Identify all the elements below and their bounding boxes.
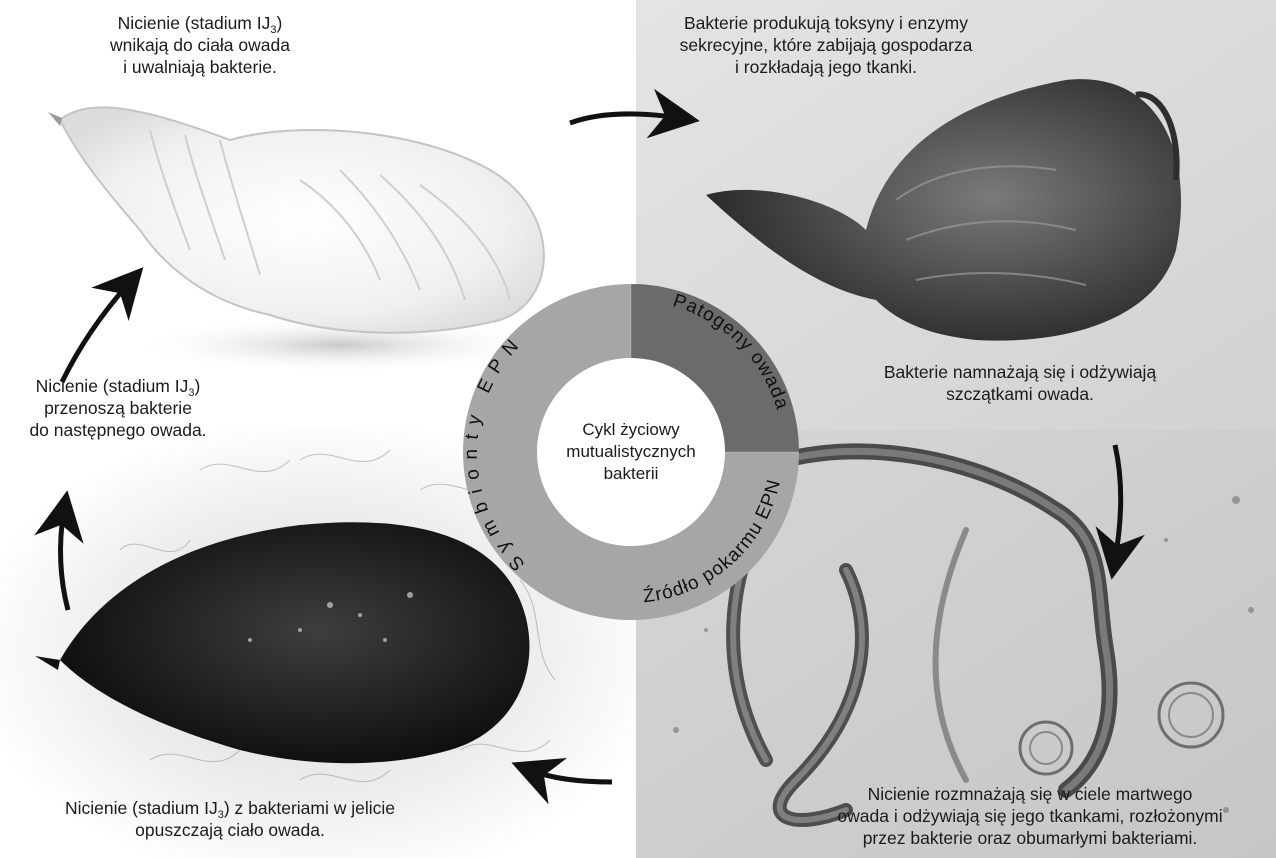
caption-text: ) z bakteriami w jelicie (224, 798, 395, 818)
caption-line: wnikają do ciała owada (75, 34, 325, 56)
caption-line: przenoszą bakterie (0, 397, 238, 419)
caption-line: Bakterie namnażają się i odżywiają (780, 361, 1260, 383)
center-label-line2: mutualistycznych (566, 442, 695, 461)
caption-line: do następnego owada. (0, 419, 238, 441)
caption-bottom-left: Nicienie (stadium IJ3) z bakteriami w je… (0, 797, 460, 841)
caption-top-left: Nicienie (stadium IJ3) wnikają do ciała … (75, 12, 325, 78)
caption-text: ) (195, 376, 201, 396)
center-label-line1: Cykl życiowy (582, 420, 680, 439)
caption-middle-right: Bakterie namnażają się i odżywiają szczą… (780, 361, 1260, 405)
caption-line: sekrecyjne, które zabijają gospodarza (596, 34, 1056, 56)
caption-text: ) (277, 13, 283, 33)
caption-line: i rozkładają jego tkanki. (596, 56, 1056, 78)
caption-line: opuszczają ciało owada. (0, 819, 460, 841)
caption-line: szczątkami owada. (780, 383, 1260, 405)
caption-bottom-right: Nicienie rozmnażają się w ciele martwego… (790, 783, 1270, 849)
caption-line: Bakterie produkują toksyny i enzymy (596, 12, 1056, 34)
caption-text: Nicienie (stadium IJ (36, 376, 189, 396)
caption-middle-left: Nicienie (stadium IJ3) przenoszą bakteri… (0, 375, 238, 441)
caption-line: i uwalniają bakterie. (75, 56, 325, 78)
caption-text: Nicienie (stadium IJ (65, 798, 218, 818)
caption-line: owada i odżywiają się jego tkankami, roz… (790, 805, 1270, 827)
caption-line: przez bakterie oraz obumarłymi bakteriam… (790, 827, 1270, 849)
caption-top-right: Bakterie produkują toksyny i enzymy sekr… (596, 12, 1056, 78)
caption-line: Nicienie rozmnażają się w ciele martwego (790, 783, 1270, 805)
cycle-ring: Patogeny owada Źródło pokarmu EPN Symbio… (463, 284, 799, 620)
caption-text: Nicienie (stadium IJ (118, 13, 271, 33)
center-label-line3: bakterii (604, 464, 659, 483)
